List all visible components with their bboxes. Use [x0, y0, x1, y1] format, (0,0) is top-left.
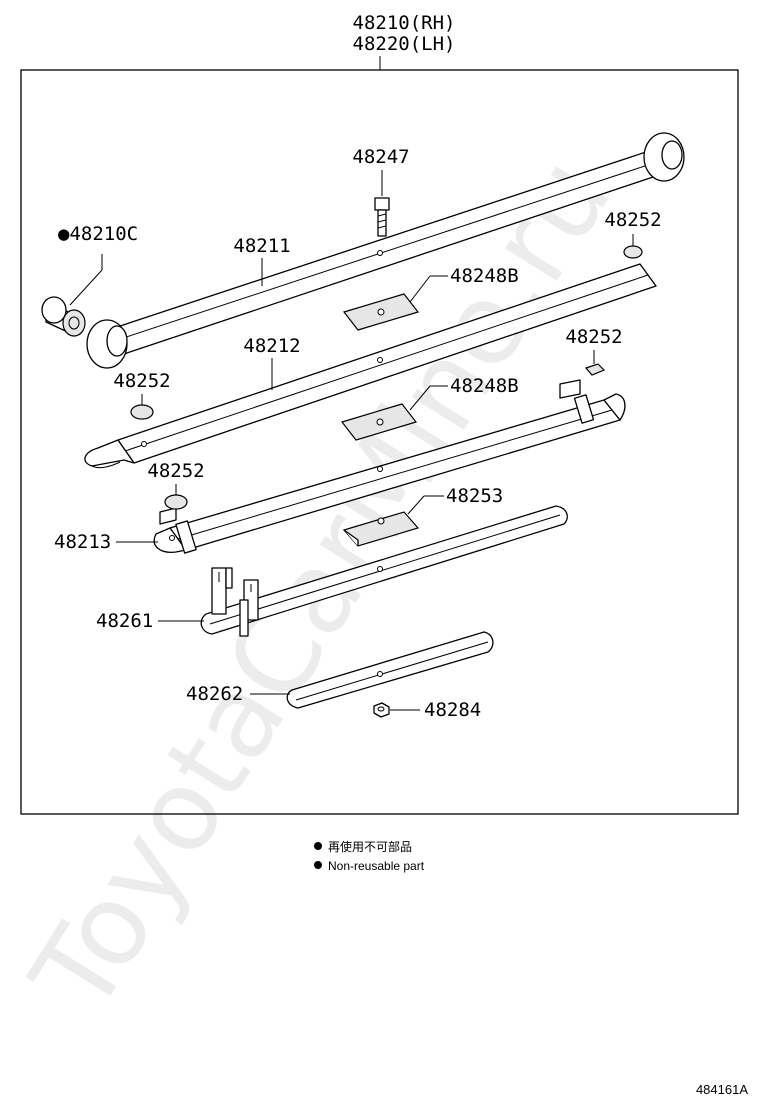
- assembly-number-rh[interactable]: 48210(RH): [353, 12, 456, 34]
- center-bolt-48247[interactable]: [374, 197, 390, 237]
- leader-48253-2: [407, 495, 425, 515]
- callout-48284[interactable]: 48284: [424, 699, 481, 721]
- legend-bullet-en: [314, 861, 322, 869]
- spacer-48248b-upper[interactable]: [342, 293, 420, 331]
- bushing-48210c[interactable]: [41, 296, 86, 337]
- callout-48247[interactable]: 48247: [352, 146, 409, 168]
- callout-48248b-a[interactable]: 48248B: [450, 265, 519, 287]
- leaf-48213[interactable]: [153, 379, 626, 554]
- callout-48252-c[interactable]: 48252: [565, 326, 622, 348]
- callout-48261[interactable]: 48261: [96, 610, 153, 632]
- diagram-frame: [20, 69, 739, 815]
- leader-48248b-b-2: [409, 385, 431, 411]
- callout-48248b-b[interactable]: 48248B: [450, 375, 519, 397]
- legend-en: Non-reusable part: [328, 859, 425, 873]
- callout-48262[interactable]: 48262: [186, 683, 243, 705]
- spacer-48248b-lower[interactable]: [340, 403, 418, 441]
- spacer-48253[interactable]: [342, 511, 420, 547]
- nut-48284[interactable]: [373, 702, 390, 718]
- callout-48212[interactable]: 48212: [243, 335, 300, 357]
- figure-code: 484161A: [696, 1082, 748, 1097]
- callout-48211[interactable]: 48211: [233, 235, 290, 257]
- callout-48253[interactable]: 48253: [446, 485, 503, 507]
- leaf-48261[interactable]: [200, 505, 568, 637]
- leaf-48211[interactable]: [86, 132, 685, 369]
- legend-jp: 再使用不可部品: [328, 839, 412, 854]
- assembly-number-lh[interactable]: 48220(LH): [353, 33, 456, 55]
- leader-48210c-2: [69, 269, 103, 306]
- callout-48252-d[interactable]: 48252: [147, 460, 204, 482]
- callout-48213[interactable]: 48213: [54, 531, 111, 553]
- callout-48210c[interactable]: ●48210C: [58, 223, 138, 245]
- pad-48252-middle-right[interactable]: [584, 363, 606, 376]
- pad-48252-lower-left[interactable]: [164, 494, 188, 510]
- leaf-48262[interactable]: [286, 631, 494, 709]
- leader-48248b-a-2: [409, 275, 431, 303]
- pad-48252-left[interactable]: [130, 404, 154, 420]
- pad-48252-upper-right[interactable]: [623, 245, 643, 259]
- callout-48252-b[interactable]: 48252: [113, 370, 170, 392]
- legend-bullet-jp: [314, 842, 322, 850]
- callout-48252-a[interactable]: 48252: [604, 209, 661, 231]
- leaf-48212[interactable]: [84, 263, 657, 469]
